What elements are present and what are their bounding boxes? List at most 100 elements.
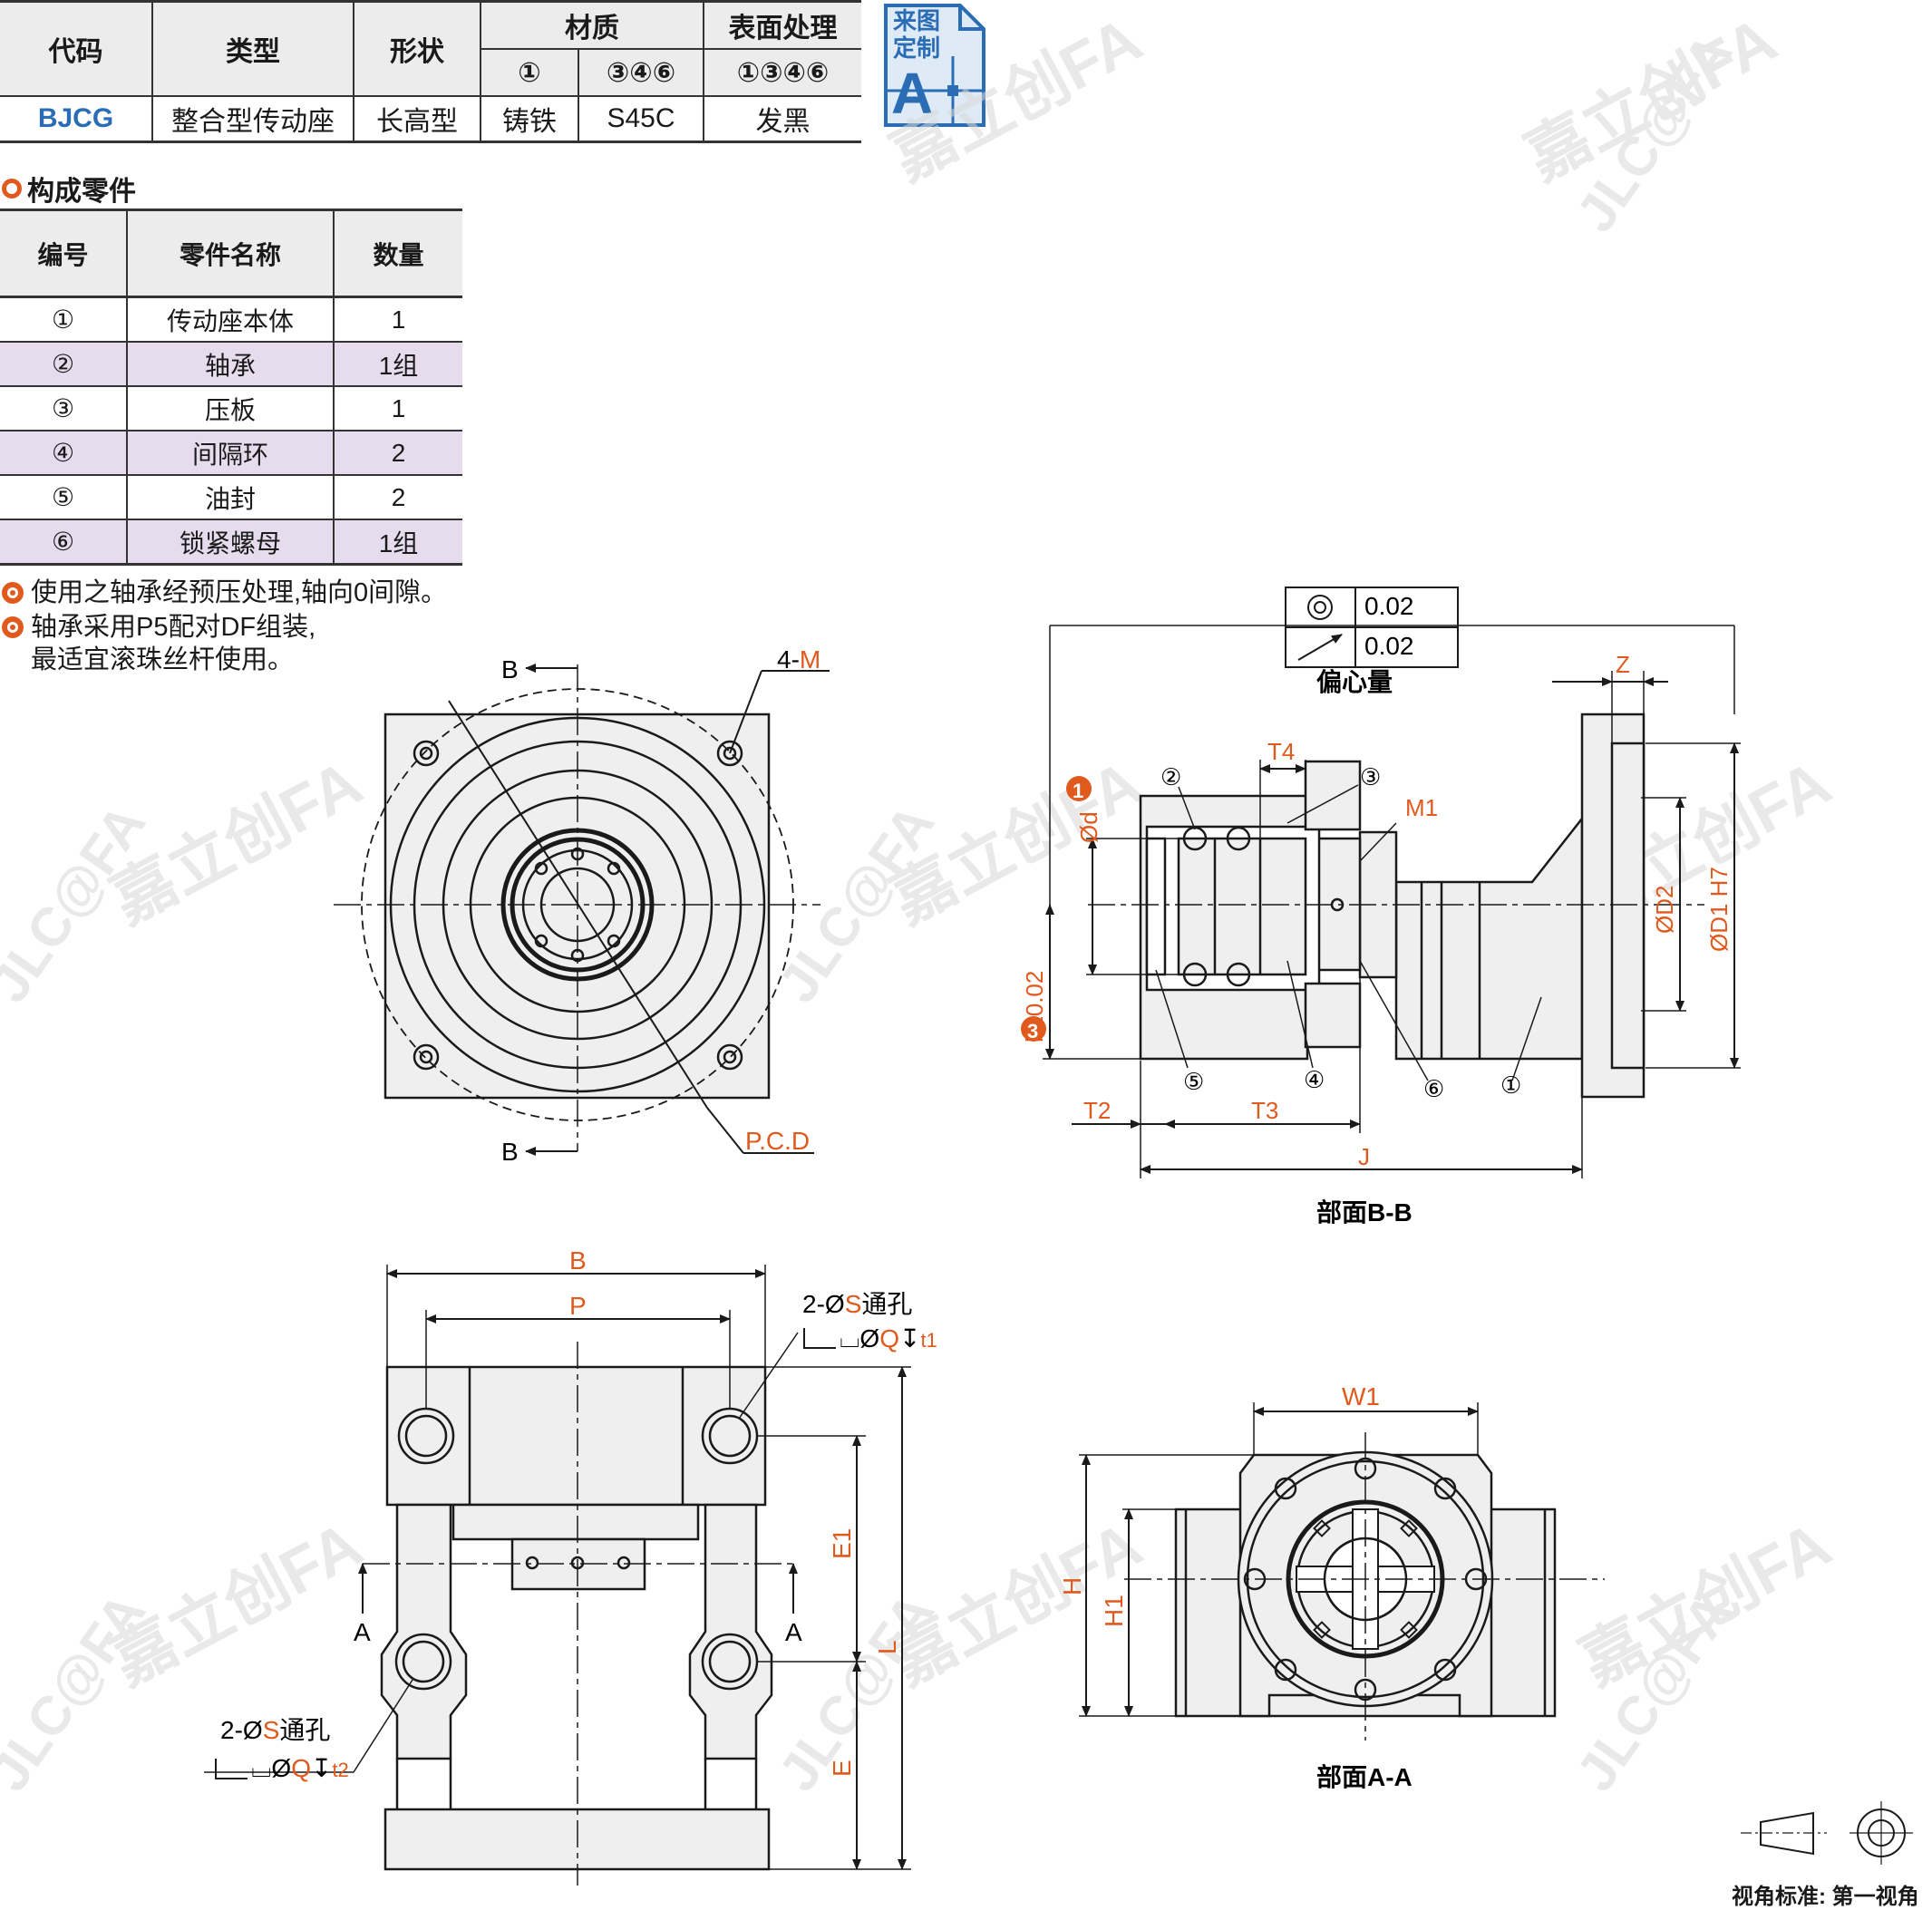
part-name: 油封 [127, 475, 335, 520]
tolerance-concentric: 0.02 [1364, 592, 1414, 620]
callout-2: ② [1160, 763, 1181, 790]
part-qty: 1 [334, 296, 462, 343]
parts-table: 编号 零件名称 数量 ① 传动座本体 1 ② 轴承 1组 ③ 压板 1 ④ 间隔… [0, 208, 462, 566]
label-4m: 4-M [777, 645, 820, 674]
top-view-labels: B P E1 E L A A 2-ØS通孔 ⌴ØQ↧t1 2-ØS通孔 ⌴ØQ↧… [220, 1246, 937, 1782]
dim-h-aa: H [1058, 1577, 1086, 1595]
watermark-brand: 嘉立创FA [879, 4, 1152, 193]
document-icon [884, 4, 985, 127]
view-standard: 视角标准: 第一视角 [1732, 1885, 1919, 1909]
dim-m1: M1 [1405, 794, 1438, 821]
header-shape: 形状 [354, 0, 481, 96]
dim-b: B [569, 1246, 587, 1275]
note-preload: 使用之轴承经预压处理,轴向0间隙。 [2, 577, 447, 609]
num-badge [1021, 1016, 1046, 1042]
header-surface: 表面处理 [704, 0, 861, 49]
dim-t4: T4 [1267, 738, 1295, 765]
caption-section-bb: 部面B-B [1316, 1198, 1413, 1226]
dim-w1: W1 [1342, 1382, 1380, 1411]
callout-5: ⑤ [1183, 1068, 1204, 1095]
value-type: 整合型传动座 [152, 95, 354, 143]
header-qty: 数量 [334, 208, 462, 298]
spec-table: 代码 类型 形状 材质 表面处理 ① ③④⑥ ①③④⑥ BJCG 整合型传动座 … [0, 0, 861, 143]
dim-d2: ØD2 [1651, 886, 1678, 934]
header-surface-a: ①③④⑥ [704, 48, 861, 96]
header-no: 编号 [0, 208, 128, 298]
part-qty: 1组 [334, 342, 462, 387]
dim-h1: H1 [1100, 1595, 1128, 1627]
part-no: ③ [0, 386, 128, 431]
note-bearing: 轴承采用P5配对DF组装,最适宜滚珠丝杆使用。 [2, 611, 316, 676]
part-name: 轴承 [127, 342, 335, 387]
parts-section-title: 构成零件 [2, 169, 136, 208]
target-bullet-icon [2, 582, 24, 604]
dim-d1: ØD1 H7 [1705, 867, 1733, 952]
callout-3: ③ [1360, 763, 1381, 790]
header-material-a: ① [481, 48, 579, 96]
table-row: ② 轴承 1组 [0, 342, 462, 387]
header-code: 代码 [0, 0, 153, 96]
label-pcd: P.C.D [745, 1127, 810, 1155]
tolerance-runout: 0.02 [1364, 632, 1414, 660]
dim-l: L [873, 1640, 901, 1654]
section-aa-labels: W1 H H1 部面A-A [1058, 1382, 1413, 1791]
value-code: BJCG [0, 95, 153, 143]
front-view-labels: B B 4-M P.C.D [501, 645, 820, 1166]
section-aa-view [1079, 1402, 1605, 1740]
label-counterbore-bottom: ⌴ØQ↧t2 [251, 1754, 349, 1782]
custom-drawing-badge[interactable]: 来图定制 A [882, 2, 987, 129]
callout-4: ④ [1304, 1066, 1325, 1093]
section-bb-view [1043, 587, 1741, 1178]
num-badge-text: 1 [1073, 780, 1083, 802]
section-mark-b: B [501, 1138, 519, 1166]
header-type: 类型 [152, 0, 354, 96]
value-material-a: 铸铁 [481, 95, 579, 143]
part-no: ② [0, 342, 128, 387]
table-row: ⑥ 锁紧螺母 1组 [0, 519, 462, 566]
section-mark-a: A [354, 1618, 371, 1646]
callout-6: ⑥ [1423, 1075, 1444, 1102]
badge-text: 来图定制 [893, 7, 941, 62]
label-counterbore-top: ⌴ØQ↧t1 [840, 1324, 937, 1353]
part-no: ⑥ [0, 519, 128, 566]
label-hole-bottom: 2-ØS通孔 [220, 1716, 330, 1744]
projection-symbol-icon [1741, 1801, 1913, 1865]
top-view [204, 1265, 911, 1886]
part-name: 间隔环 [127, 431, 335, 476]
section-bb-labels: 0.02 0.02 偏心量 Z T4 M1 Ød h±0.02 1 3 ØD2 … [1021, 592, 1733, 1226]
section-mark-b: B [501, 655, 519, 684]
dim-t2: T2 [1083, 1097, 1111, 1124]
table-row: ⑤ 油封 2 [0, 475, 462, 520]
num-badge [1066, 776, 1092, 801]
dim-z: Z [1616, 651, 1630, 678]
ring-bullet-icon [2, 179, 22, 199]
dim-e1: E1 [828, 1528, 856, 1559]
part-name: 锁紧螺母 [127, 519, 335, 566]
part-name: 压板 [127, 386, 335, 431]
watermark-brand: 嘉立创FA [100, 1508, 373, 1698]
table-row: ① 传动座本体 1 [0, 296, 462, 343]
num-badge-text: 3 [1027, 1020, 1038, 1042]
header-material: 材质 [481, 0, 704, 49]
value-surface: 发黑 [704, 95, 861, 143]
table-row: ③ 压板 1 [0, 386, 462, 431]
dim-p: P [569, 1292, 587, 1320]
tolerance-label: 偏心量 [1316, 668, 1393, 696]
table-row: ④ 间隔环 2 [0, 431, 462, 476]
front-view [334, 664, 830, 1156]
target-bullet-icon [2, 616, 24, 638]
part-qty: 1组 [334, 519, 462, 566]
section-mark-a: A [785, 1618, 802, 1646]
label-hole-top: 2-ØS通孔 [802, 1290, 912, 1318]
dim-d: Ød [1075, 811, 1102, 843]
part-qty: 1 [334, 386, 462, 431]
part-no: ① [0, 296, 128, 343]
header-material-b: ③④⑥ [578, 48, 704, 96]
badge-letter: A [891, 61, 934, 126]
value-material-b: S45C [578, 95, 704, 143]
part-no: ④ [0, 431, 128, 476]
dim-j: J [1358, 1143, 1370, 1170]
part-qty: 2 [334, 431, 462, 476]
dim-t3: T3 [1251, 1097, 1278, 1124]
part-name: 传动座本体 [127, 296, 335, 343]
